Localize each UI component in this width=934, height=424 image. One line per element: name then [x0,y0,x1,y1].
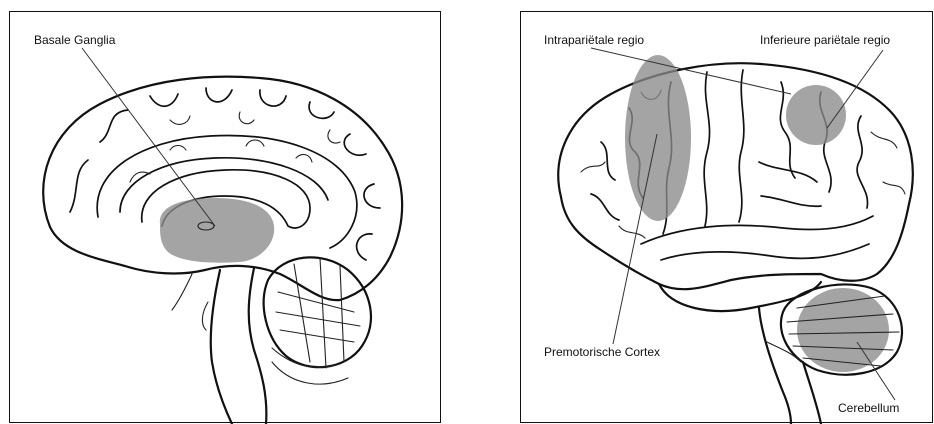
brainstem [211,268,267,424]
sagittal-brain-panel: Basale Ganglia [9,11,441,423]
central-sulcus [704,72,709,226]
lateral-brain-illustration [521,12,934,424]
lateral-sulcus [641,216,873,244]
cerebrum-outline [43,77,402,300]
premotor-cortex-label: Premotorische Cortex [544,345,660,359]
basal-ganglia-label: Basale Ganglia [34,33,115,47]
inferior-parietal-label: Inferieure pariëtale regio [760,33,890,47]
lateral-brain-panel: Intrapariëtale regio Inferieure pariëtal… [520,11,933,423]
cerebellum-label: Cerebellum [838,401,899,415]
basal-ganglia-region [160,198,274,263]
sagittal-brain-illustration [10,12,442,424]
intraparietal-label: Intrapariëtale regio [544,33,644,47]
inferior-parietal-region [786,85,846,145]
cerebellum-region [797,288,889,372]
inferior-parietal-leader [827,50,883,128]
intraparietal-region [625,55,691,221]
intraparietal-leader [591,48,791,94]
